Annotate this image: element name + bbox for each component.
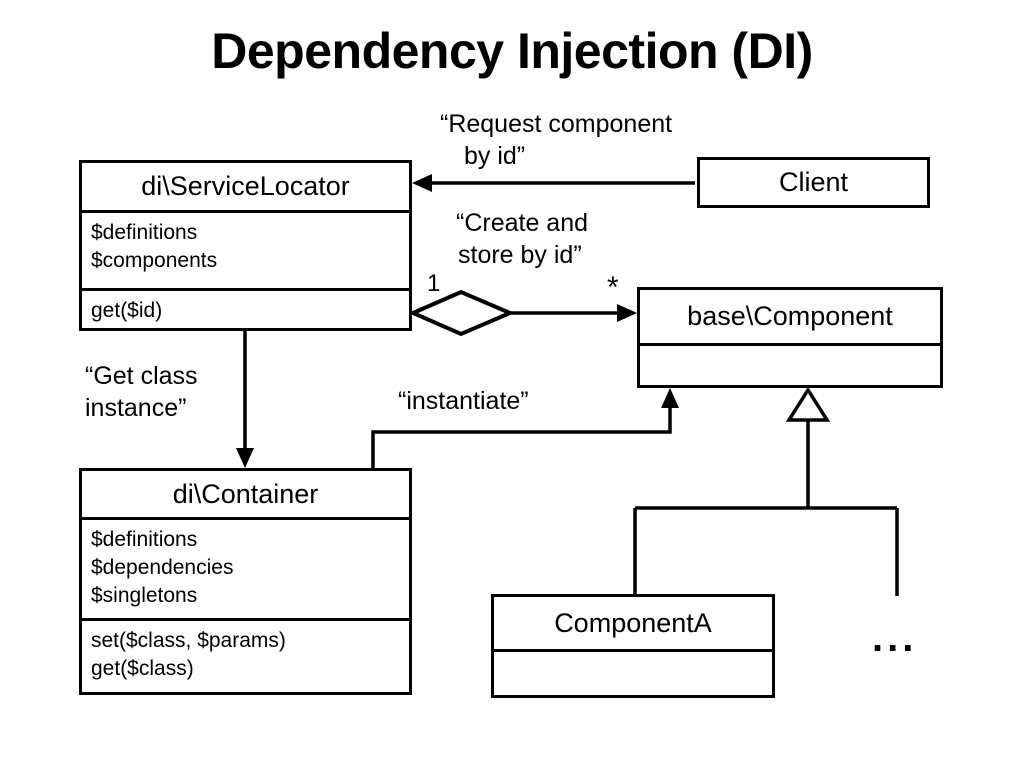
method-row: get($class) xyxy=(91,657,194,680)
class-attributes-container: $definitions $dependencies $singletons xyxy=(82,517,409,618)
edge-label-create-and-store-line1: “Create and xyxy=(456,209,589,237)
edge-label-create-and-store: “Create and store by id” xyxy=(456,207,588,271)
edge-get-class-instance xyxy=(236,331,254,468)
method-row: set($class, $params) xyxy=(91,629,286,652)
class-name-service-locator: di\ServiceLocator xyxy=(141,171,350,201)
attribute-row: $singletons xyxy=(91,584,198,607)
edge-label-get-class-instance: “Get class instance” xyxy=(85,360,198,424)
class-box-service-locator[interactable]: di\ServiceLocator $definitions $componen… xyxy=(79,160,412,331)
class-box-component-a[interactable]: ComponentA xyxy=(491,594,775,698)
multiplicity-many: * xyxy=(607,271,619,304)
method-row: get($id) xyxy=(91,299,163,322)
edge-inheritance xyxy=(633,386,899,596)
edge-label-request-component-line1: “Request component xyxy=(440,110,673,138)
class-methods-container: set($class, $params) get($class) xyxy=(82,618,409,692)
attribute-row: $dependencies xyxy=(91,556,234,579)
class-body-component-a xyxy=(494,649,772,695)
class-name-component-a: ComponentA xyxy=(554,607,712,638)
edge-label-request-component-line2: by id” xyxy=(464,142,526,170)
class-methods-service-locator: get($id) xyxy=(82,288,409,334)
edge-label-request-component: “Request component by id” xyxy=(440,108,672,172)
page-title: Dependency Injection (DI) xyxy=(211,23,813,79)
edge-create-and-store xyxy=(408,289,637,337)
class-attributes-service-locator: $definitions $components xyxy=(82,210,409,288)
class-box-container[interactable]: di\Container $definitions $dependencies … xyxy=(79,468,412,695)
edge-label-get-class-instance-line1: “Get class xyxy=(85,362,198,390)
attribute-row: $definitions xyxy=(91,221,198,244)
edge-request-component xyxy=(412,174,695,192)
class-name-container: di\Container xyxy=(172,478,319,509)
class-box-client[interactable]: Client xyxy=(697,157,930,208)
class-box-base-component[interactable]: base\Component xyxy=(637,287,943,388)
edge-label-get-class-instance-line2: instance” xyxy=(85,394,187,422)
more-components-ellipsis: ... xyxy=(872,616,918,660)
multiplicity-one: 1 xyxy=(427,270,441,297)
class-name-base-component: base\Component xyxy=(687,301,893,331)
edge-label-instantiate: “instantiate” xyxy=(398,387,529,415)
edge-label-create-and-store-line2: store by id” xyxy=(458,241,582,269)
attribute-row: $components xyxy=(91,249,218,272)
class-body-base-component xyxy=(640,343,940,385)
attribute-row: $definitions xyxy=(91,528,198,551)
class-name-client: Client xyxy=(778,167,849,197)
